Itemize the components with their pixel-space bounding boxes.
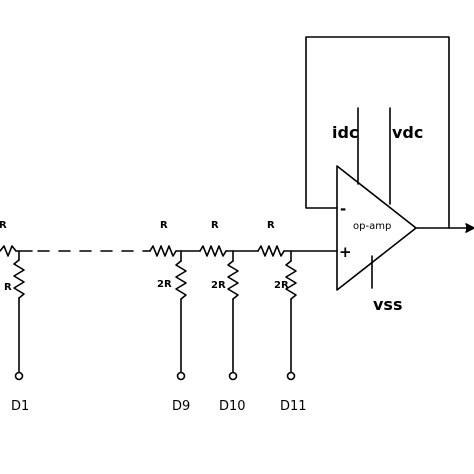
label-d1: D1 [11,399,29,414]
label-2r-leg2: 2R [211,280,226,291]
leg1-resistor [175,260,187,300]
leg2-resistor [227,260,239,300]
label-r3: R [267,220,275,231]
feedback-wire [305,36,450,229]
left-leg-resistor [13,259,25,299]
d1-terminal [14,371,24,381]
opamp-triangle [336,165,417,291]
label-idc: idc [332,123,358,142]
label-r1: R [160,220,168,231]
label-d11: D11 [280,399,307,414]
d11-terminal [286,371,296,381]
label-plus: + [339,243,352,261]
label-d9: D9 [172,399,190,414]
label-r-left: R [0,220,7,231]
label-d10: D10 [219,399,246,414]
d10-terminal [228,371,238,381]
output-arrow [465,223,474,233]
label-vdc: vdc [392,123,423,142]
label-2r-leg1: 2R [157,279,172,290]
bus-resistor-1 [149,245,177,257]
d9-terminal [176,371,186,381]
label-2r-leg3: 2R [274,280,289,291]
leg3-resistor [285,260,297,300]
bus-resistor-2 [199,245,227,257]
left-top-resistor [0,245,17,257]
label-opamp: op-amp [353,221,391,232]
bus-resistor-3 [257,245,285,257]
label-minus: - [340,200,346,218]
label-r2: R [211,220,219,231]
label-vss: vss [373,295,402,314]
label-r-left-leg: R [4,282,12,293]
